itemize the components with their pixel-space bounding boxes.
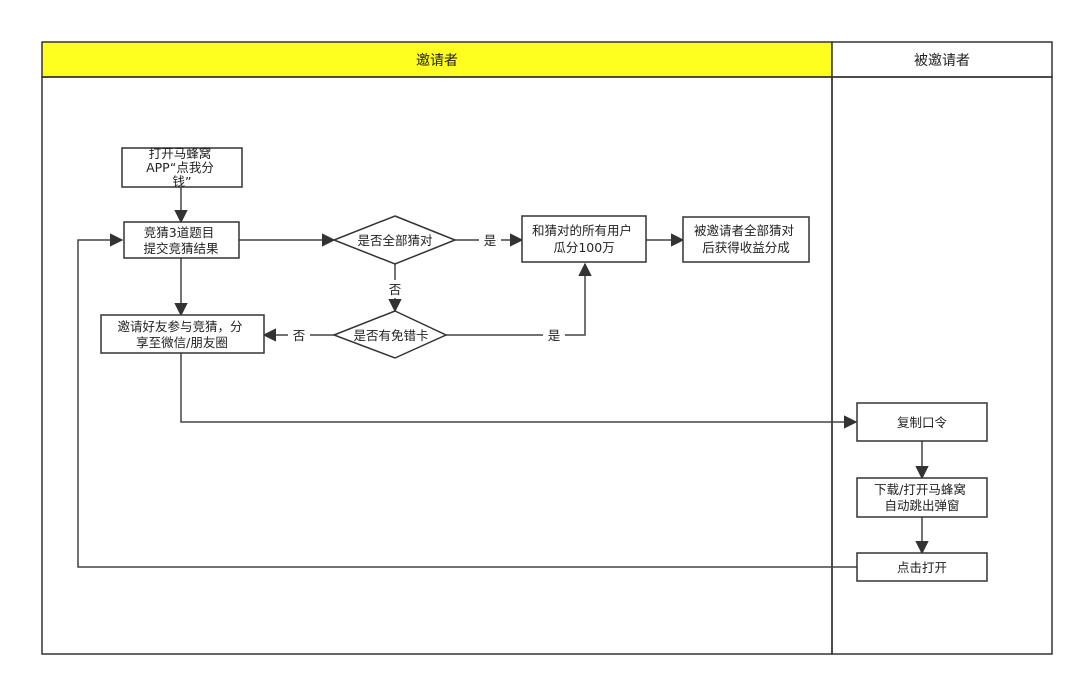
svg-text:邀请好友参与竞猜，分 享至微信/朋友圈: 邀请好友参与竞猜，分 享至微信/朋友圈: [118, 319, 247, 350]
edge-labels: 是 否 否 是: [288, 231, 565, 344]
svg-text:点击打开: 点击打开: [897, 560, 947, 575]
node-decision-all-correct: 是否全部猜对: [331, 215, 458, 265]
lane-body-invitee: [831, 76, 1053, 655]
svg-text:是否有免错卡: 是否有免错卡: [353, 328, 428, 343]
swimlane-frame: 邀请者 被邀请者: [41, 41, 1053, 655]
node-download-open-line-2: 自动跳出弹窗: [884, 498, 959, 513]
edge-label-no-2: 否: [293, 328, 306, 343]
node-download-open-line-1: 下载/打开马蜂窝: [874, 482, 966, 497]
node-decision-all-correct-label: 是否全部猜对: [357, 233, 432, 248]
node-invitee-share-line-2: 后获得收益分成: [702, 240, 790, 255]
node-click-open-label: 点击打开: [897, 560, 947, 575]
node-open-app: 打开马蜂窝 APP“点我分 钱”: [121, 146, 243, 189]
node-guess-line-1: 竞猜3道题目: [144, 225, 214, 240]
node-invitee-share-line-1: 被邀请者全部猜对: [694, 223, 794, 238]
svg-text:被邀请者全部猜对 后获得收益分成: 被邀请者全部猜对 后获得收益分成: [694, 223, 798, 255]
lane-header-invitee: [831, 41, 1053, 78]
connectors: [77, 187, 929, 568]
node-split-prize-line-1: 和猜对的所有用户: [532, 223, 632, 238]
node-split-prize-line-2: 瓜分100万: [553, 240, 614, 255]
node-open-app-line-1: 打开马蜂窝: [149, 146, 212, 161]
node-guess-line-2: 提交竞猜结果: [143, 241, 219, 256]
node-decision-has-card-label: 是否有免错卡: [353, 328, 428, 343]
svg-text:复制口令: 复制口令: [897, 415, 948, 430]
edge-label-no-1: 否: [389, 282, 402, 297]
node-download-open: 下载/打开马蜂窝 自动跳出弹窗: [856, 477, 988, 518]
svg-text:打开马蜂窝 APP“点我分: 打开马蜂窝 APP“点我分 钱”: [146, 146, 218, 189]
node-split-prize: 和猜对的所有用户 瓜分100万: [521, 215, 647, 263]
svg-text:下载/打开马蜂窝 自动跳出弹窗: 下载/打开马蜂窝 自动跳出弹窗: [874, 482, 970, 513]
node-decision-has-card: 是否有免错卡: [331, 310, 448, 359]
edge-invite-to-copy: [180, 353, 858, 429]
edge-label-yes-1: 是: [484, 233, 497, 248]
node-click-open: 点击打开: [856, 552, 988, 582]
node-open-app-line-2: APP“点我分: [146, 160, 214, 175]
edge-click-back-to-guess: [77, 233, 857, 568]
node-copy-code: 复制口令: [856, 402, 988, 442]
edge-label-yes-2: 是: [548, 328, 561, 343]
node-invitee-share: 被邀请者全部猜对 后获得收益分成: [682, 216, 810, 263]
svg-text:和猜对的所有用户 瓜分100万: 和猜对的所有用户 瓜分100万: [532, 223, 636, 255]
svg-text:竞猜3道题目 提交竞猜结果: 竞猜3道题目 提交竞猜结果: [143, 225, 219, 256]
svg-text:是否全部猜对: 是否全部猜对: [357, 233, 432, 248]
node-open-app-line-3: 钱”: [173, 174, 192, 189]
node-invite-friends: 邀请好友参与竞猜，分 享至微信/朋友圈: [100, 314, 265, 354]
lane-title-inviter: 邀请者: [416, 53, 458, 69]
node-guess: 竞猜3道题目 提交竞猜结果: [123, 221, 240, 259]
edge-card-yes-to-split: [446, 262, 592, 336]
node-invite-friends-line-2: 享至微信/朋友圈: [136, 335, 228, 350]
lane-title-invitee: 被邀请者: [914, 53, 970, 69]
node-invite-friends-line-1: 邀请好友参与竞猜，分: [118, 319, 243, 334]
node-copy-code-label: 复制口令: [897, 415, 948, 430]
lane-header-inviter: [41, 41, 833, 78]
nodes: 打开马蜂窝 APP“点我分 钱” 竞猜3道题目 提交竞猜结果 是否全部猜对 和猜…: [100, 146, 988, 582]
